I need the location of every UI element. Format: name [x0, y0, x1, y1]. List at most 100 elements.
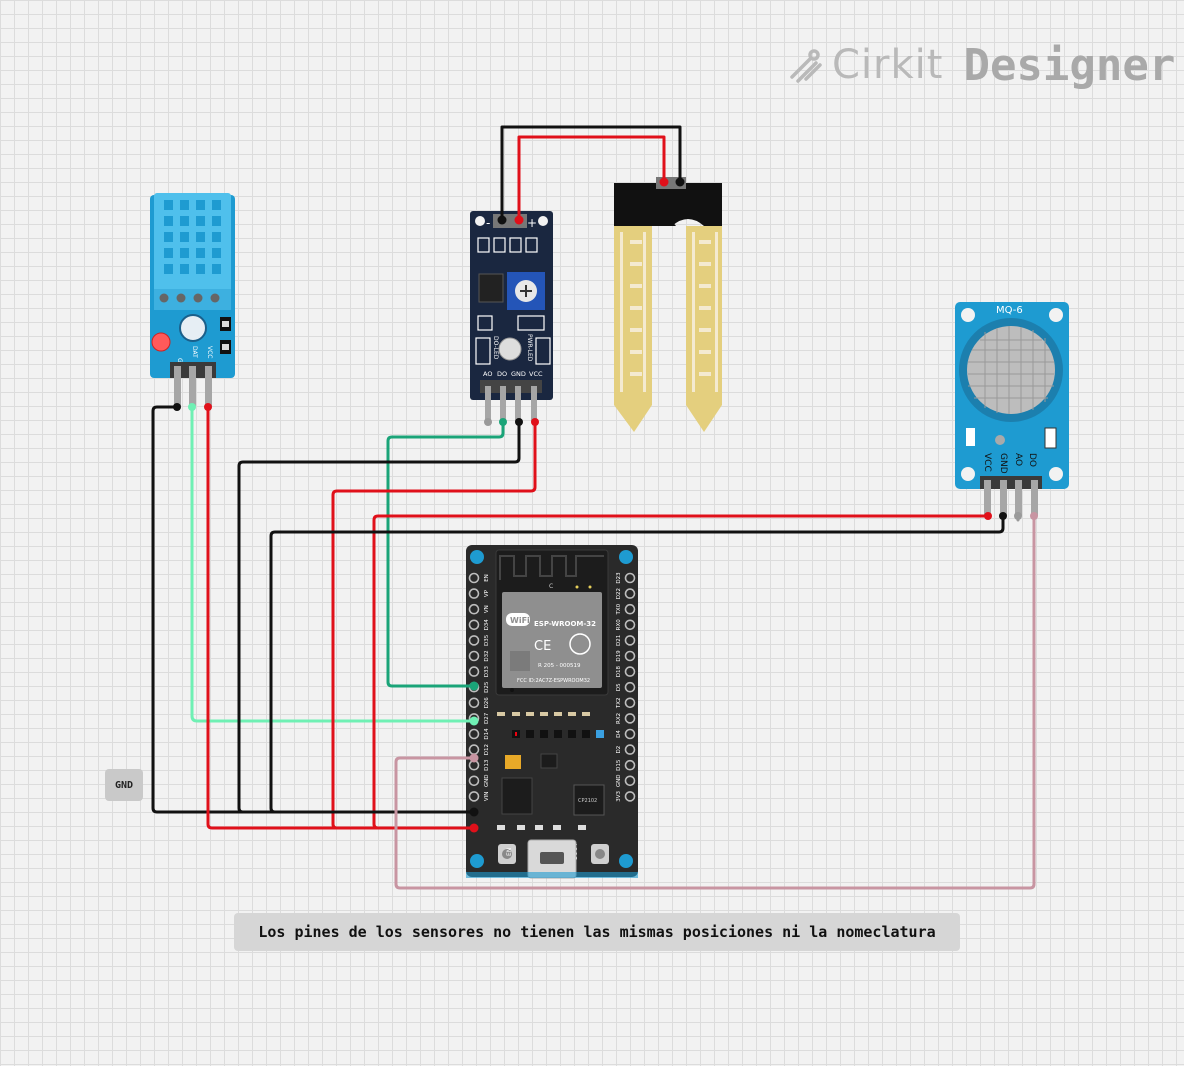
esp32-pin-label-d25-left: D25	[484, 681, 490, 693]
esp32-pin-rx0-right[interactable]	[624, 619, 636, 631]
esp32-pin-d23-right[interactable]	[624, 572, 636, 584]
soil-moisture-module[interactable]: - + DO-LED PWR-LED AO DO GND VCC	[470, 211, 553, 422]
esp32-pin-vn-left[interactable]	[468, 603, 480, 615]
esp32-pin-d19-right[interactable]	[624, 650, 636, 662]
wire-soil-module-vcc[interactable]	[331, 420, 537, 830]
esp32-pin-label-gnd-right: GND	[616, 774, 622, 787]
esp32-pin-label-d32-left: D32	[484, 650, 490, 661]
esp32-pin-tx2-right[interactable]	[624, 697, 636, 709]
esp32-pin-d33-left[interactable]	[468, 666, 480, 677]
soil-module-pin-vcc: VCC	[529, 370, 543, 378]
esp32-en-button-label: EN	[506, 848, 513, 856]
esp32-pin-label-3v3-right: 3V3	[616, 791, 622, 802]
mq6-pin-label-vcc: VCC	[982, 453, 992, 472]
esp32-pin-label-en-left: EN	[484, 574, 490, 582]
dht11-sensor[interactable]: GND DAT VCC	[150, 193, 235, 406]
esp32-pin-d35-left[interactable]	[468, 635, 480, 646]
esp32-pin-label-d27-left: D27	[484, 712, 490, 724]
esp32-pin-label-vn-left: VN	[484, 605, 490, 613]
wire-mq6-vcc[interactable]	[372, 514, 990, 830]
esp32-pin-d34-left[interactable]	[468, 619, 480, 631]
esp32-pin-label-d13-left: D13	[484, 759, 490, 771]
mq6-gas-sensor[interactable]: MQ-6 VCC GND AO DO	[955, 302, 1069, 516]
wire-soil-module-gnd[interactable]	[237, 420, 521, 814]
soil-module-plus-label: +	[527, 216, 537, 230]
esp32-pin-d22-right[interactable]	[624, 588, 636, 599]
esp32-pin-d21-right[interactable]	[624, 635, 636, 646]
esp32-pin-label-d18-right: D18	[616, 665, 622, 677]
wire-soil-vcc[interactable]	[517, 135, 666, 222]
wire-dht-data[interactable]	[190, 405, 476, 723]
esp32-pin-tx0-right[interactable]	[624, 603, 636, 615]
soil-module-do-led-label: DO-LED	[492, 336, 499, 360]
esp32-pin-label-d15-right: D15	[616, 759, 622, 771]
soil-module-pin-gnd: GND	[511, 370, 526, 378]
wire-mq6-gnd[interactable]	[269, 514, 1005, 814]
esp32-devkit-board[interactable]: C WiFi ESP-WROOM-32 CE R 205 - 000519 FC…	[466, 545, 638, 879]
soil-module-pin-ao: AO	[483, 370, 492, 378]
wire-dht-gnd[interactable]	[151, 405, 476, 814]
esp32-pin-label-rx0-right: RX0	[616, 619, 622, 631]
esp32-pin-gnd-right[interactable]	[624, 775, 636, 787]
esp32-pin-d2-right[interactable]	[624, 744, 636, 755]
cirkit-designer-logo: Cirkit Designer	[786, 38, 1175, 92]
esp32-pin-label-vin-left: VIN	[484, 792, 490, 802]
wire-mq6-do[interactable]	[394, 514, 1036, 890]
esp32-pin-label-d19-right: D19	[616, 650, 622, 662]
esp32-pin-label-d12-left: D12	[484, 744, 490, 755]
esp32-pin-label-tx0-right: TX0	[616, 603, 622, 615]
soil-module-pwr-led-label: PWR-LED	[526, 334, 533, 362]
svg-text:WiFi: WiFi	[510, 616, 530, 625]
wire-soil-ao[interactable]	[386, 420, 505, 688]
esp32-pin-label-d21-right: D21	[616, 635, 622, 646]
esp32-pin-label-tx2-right: TX2	[616, 697, 622, 709]
logo-brand-text: Cirkit	[832, 42, 944, 88]
soil-module-pin-do: DO	[497, 370, 507, 378]
mq6-pin-label-do: DO	[1027, 453, 1037, 467]
esp32-pin-label-rx2-right: RX2	[616, 713, 622, 724]
esp32-pin-label-d23-right: D23	[616, 572, 622, 584]
esp32-pin-3v3-right[interactable]	[624, 791, 636, 802]
esp32-pin-d4-right[interactable]	[624, 728, 636, 740]
esp32-pin-label-d22-right: D22	[616, 588, 622, 599]
esp32-pin-vp-left[interactable]	[468, 588, 480, 599]
gnd-net-label[interactable]: GND	[105, 769, 143, 801]
esp32-pin-vin-left[interactable]	[468, 791, 480, 802]
wire-dht-vcc[interactable]	[206, 405, 476, 830]
esp32-pin-label-d34-left: D34	[484, 619, 490, 631]
esp32-pin-d12-left[interactable]	[468, 744, 480, 755]
esp32-pin-d32-left[interactable]	[468, 650, 480, 662]
esp32-pin-d15-right[interactable]	[624, 759, 636, 771]
esp32-pin-rx2-right[interactable]	[624, 713, 636, 724]
wire-soil-gnd[interactable]	[500, 125, 682, 222]
mq6-title: MQ-6	[996, 305, 1023, 316]
dht11-pin-label-dat: DAT	[191, 346, 198, 358]
mq6-pin-label-gnd: GND	[998, 453, 1008, 474]
esp32-pin-label-gnd-left: GND	[484, 774, 490, 787]
wiring	[151, 125, 1036, 890]
esp32-pin-label-d4-right: D4	[616, 730, 622, 738]
mq6-pin-label-ao: AO	[1013, 453, 1023, 466]
annotation-note[interactable]: Los pines de los sensores no tienen las …	[234, 913, 960, 951]
esp32-pin-d14-left[interactable]	[468, 728, 480, 740]
wire-endpoints	[173, 177, 1038, 833]
esp32-pin-label-d2-right: D2	[616, 746, 622, 754]
esp32-cert-label: R 205 - 000519	[538, 663, 581, 669]
esp32-pin-gnd-left[interactable]	[468, 775, 480, 787]
esp32-pin-label-d14-left: D14	[484, 728, 490, 740]
esp32-usb-chip-label: CP2102	[578, 798, 597, 804]
esp32-pin-d5-right[interactable]	[624, 681, 636, 693]
esp32-pin-label-d5-right: D5	[616, 683, 622, 691]
esp32-module-label: ESP-WROOM-32	[534, 620, 596, 628]
soil-module-minus-label: -	[486, 216, 490, 230]
esp32-pin-label-d35-left: D35	[484, 634, 490, 646]
esp32-pin-d26-left[interactable]	[468, 697, 480, 709]
soil-moisture-probe[interactable]	[614, 177, 722, 432]
svg-text:C: C	[549, 583, 553, 590]
dht11-pin-label-vcc: VCC	[206, 346, 213, 358]
esp32-pin-label-d33-left: D33	[484, 665, 490, 677]
esp32-pin-en-left[interactable]	[468, 572, 480, 584]
esp32-pin-d18-right[interactable]	[624, 666, 636, 677]
esp32-pin-label-d26-left: D26	[484, 697, 490, 709]
